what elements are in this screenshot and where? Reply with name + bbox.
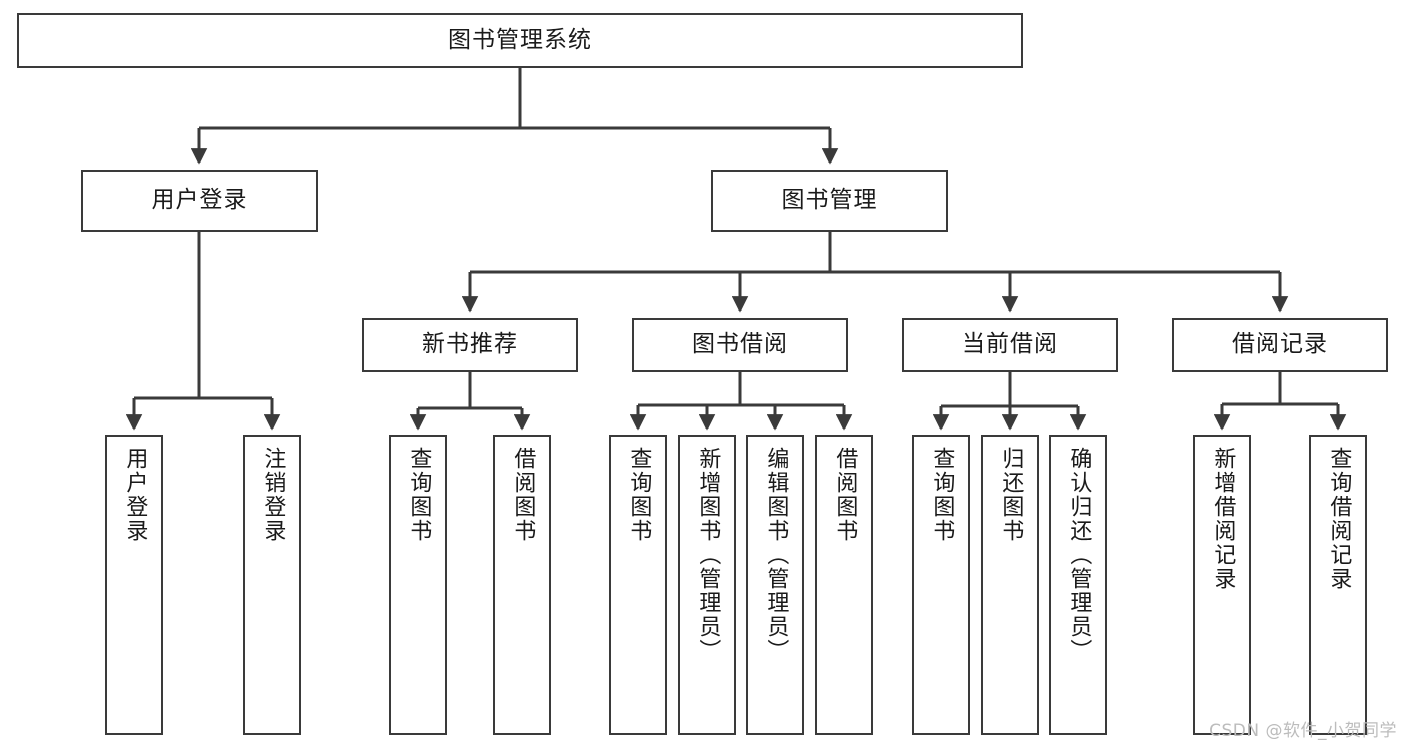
node-label: 当前借阅 [962, 331, 1058, 358]
leaf-user-login-logout[interactable]: 注销登录 [243, 435, 301, 735]
leaf-current-query-book[interactable]: 查询图书 [912, 435, 970, 735]
node-current-borrow[interactable]: 当前借阅 [902, 318, 1118, 372]
node-label: 新增借阅记录 [1210, 447, 1236, 591]
node-label: 图书管理 [781, 187, 878, 214]
node-label: 用户登录 [151, 187, 248, 214]
node-label: 用户登录 [122, 447, 148, 543]
node-label: 借阅图书 [510, 447, 536, 543]
node-borrow-record[interactable]: 借阅记录 [1172, 318, 1388, 372]
node-book-management[interactable]: 图书管理 [711, 170, 948, 232]
node-label: 归还图书 [998, 447, 1024, 543]
node-label: 新增图书（管理员） [695, 447, 721, 663]
node-book-borrow[interactable]: 图书借阅 [632, 318, 848, 372]
leaf-borrow-edit-book-admin[interactable]: 编辑图书（管理员） [746, 435, 804, 735]
leaf-record-add-record[interactable]: 新增借阅记录 [1193, 435, 1251, 735]
node-label: 新书推荐 [422, 331, 518, 358]
node-label: 注销登录 [260, 447, 286, 543]
node-label: 查询图书 [626, 447, 652, 543]
leaf-current-confirm-return-admin[interactable]: 确认归还（管理员） [1049, 435, 1107, 735]
leaf-borrow-add-book-admin[interactable]: 新增图书（管理员） [678, 435, 736, 735]
node-label: 借阅记录 [1232, 331, 1328, 358]
node-label: 查询图书 [929, 447, 955, 543]
node-label: 查询借阅记录 [1326, 447, 1352, 591]
node-label: 编辑图书（管理员） [763, 447, 789, 663]
leaf-user-login-login[interactable]: 用户登录 [105, 435, 163, 735]
leaf-current-return-book[interactable]: 归还图书 [981, 435, 1039, 735]
node-label: 借阅图书 [832, 447, 858, 543]
node-user-login[interactable]: 用户登录 [81, 170, 318, 232]
node-label: 图书管理系统 [448, 26, 592, 53]
node-label: 确认归还（管理员） [1066, 447, 1092, 663]
watermark: CSDN @软件_小贺同学 [1209, 721, 1397, 741]
leaf-borrow-query-book[interactable]: 查询图书 [609, 435, 667, 735]
leaf-borrow-borrow-book[interactable]: 借阅图书 [815, 435, 873, 735]
node-root-system[interactable]: 图书管理系统 [17, 13, 1023, 68]
node-label: 图书借阅 [692, 331, 788, 358]
leaf-recommend-query-book[interactable]: 查询图书 [389, 435, 447, 735]
node-label: 查询图书 [406, 447, 432, 543]
leaf-recommend-borrow-book[interactable]: 借阅图书 [493, 435, 551, 735]
leaf-record-query-record[interactable]: 查询借阅记录 [1309, 435, 1367, 735]
node-new-book-recommend[interactable]: 新书推荐 [362, 318, 578, 372]
